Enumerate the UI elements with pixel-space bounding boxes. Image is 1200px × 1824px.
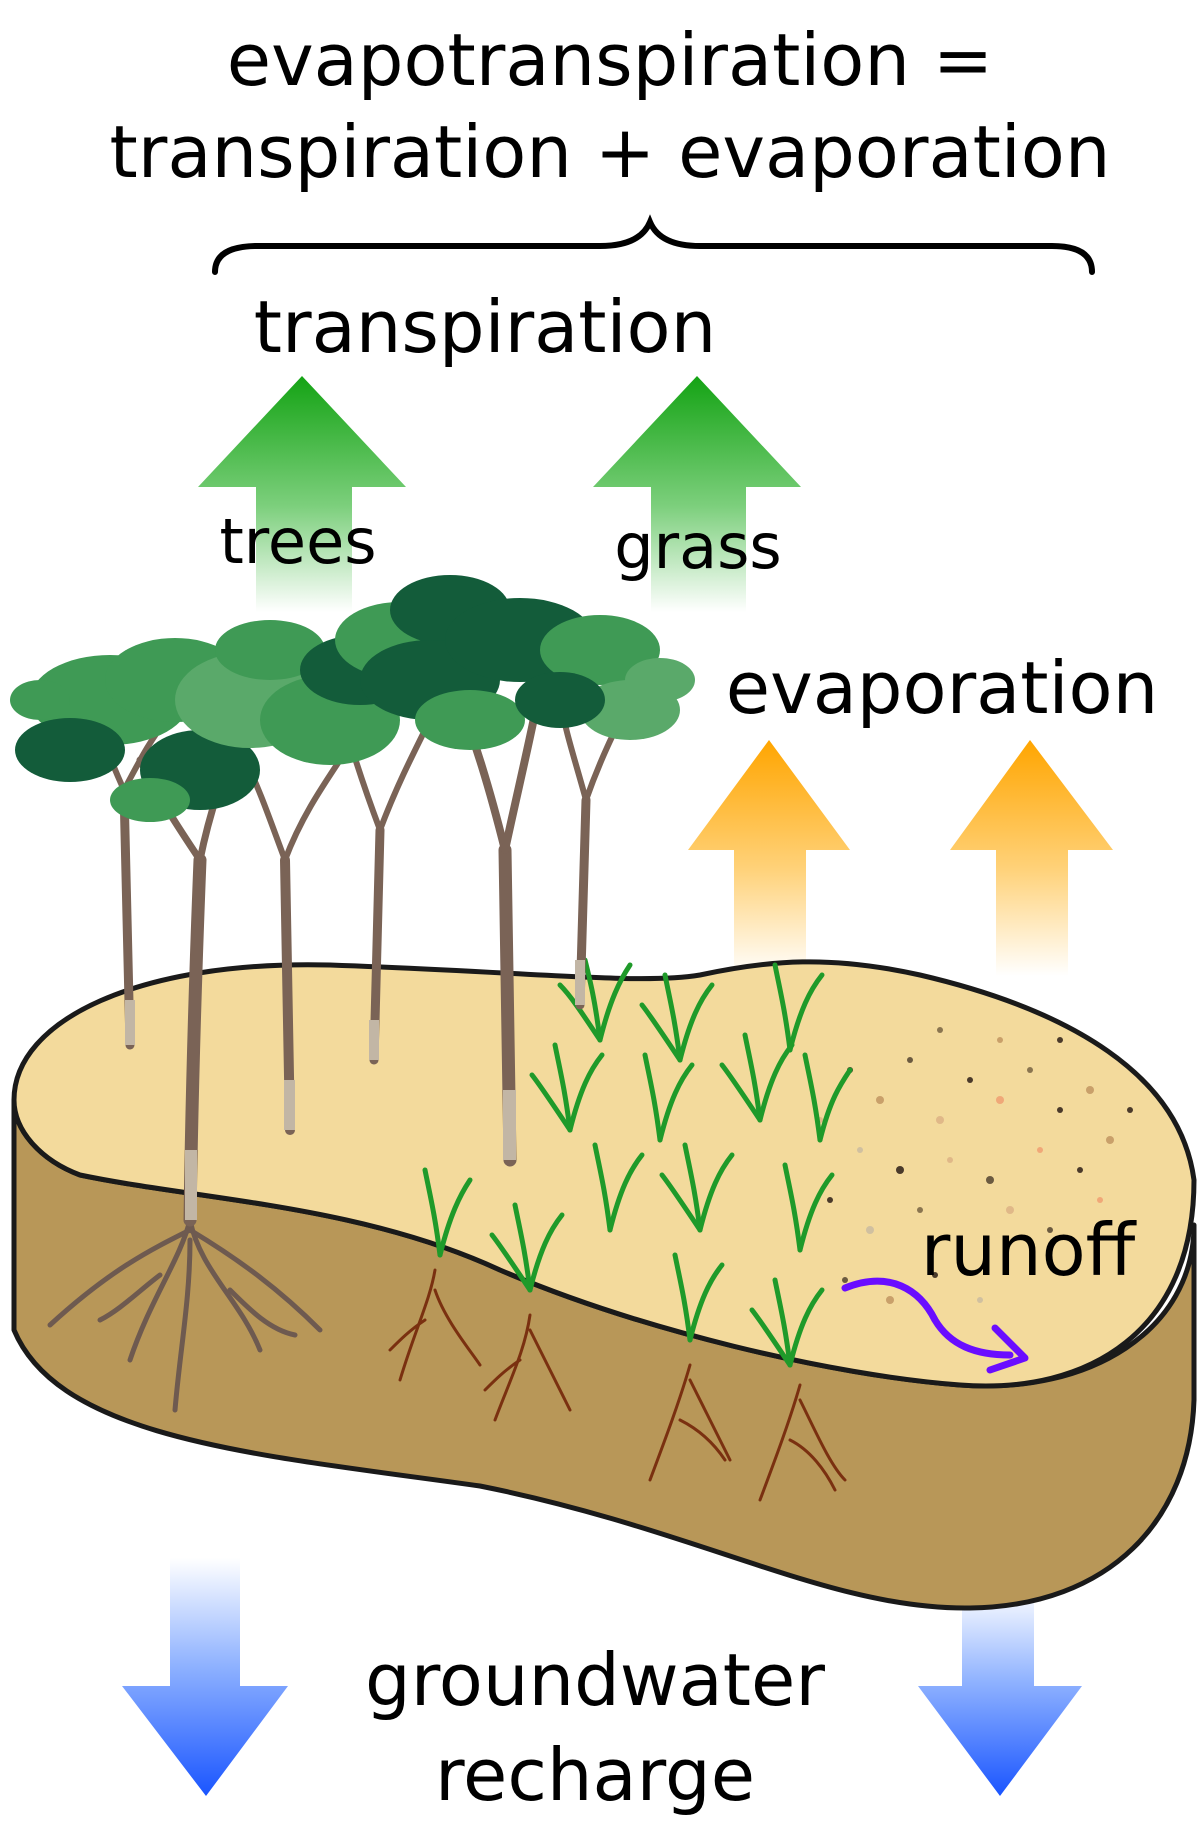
grass-roots xyxy=(388,1268,847,1502)
recharge-arrow-right xyxy=(918,1588,1082,1796)
title-line-2: transpiration + evaporation xyxy=(110,110,1111,194)
groundwater-label-line-1: groundwater xyxy=(365,1638,825,1722)
trees-group xyxy=(10,575,695,1227)
groundwater-label-line-2: recharge xyxy=(435,1733,755,1817)
evaporation-arrow-left xyxy=(688,740,850,976)
recharge-arrow-left xyxy=(122,1558,288,1796)
trees-label: trees xyxy=(219,505,376,578)
tree-roots xyxy=(47,1217,323,1413)
transpiration-label: transpiration xyxy=(254,285,716,369)
sand-speckles xyxy=(817,1027,1133,1304)
runoff-arrowhead xyxy=(986,1324,1029,1374)
transpiration-arrow-grass xyxy=(593,376,801,612)
trunk-bases xyxy=(125,960,585,1220)
tree-foliage xyxy=(10,575,695,822)
soil-top xyxy=(11,959,1197,1389)
runoff-arrow xyxy=(841,1277,1014,1359)
evaporation-arrow-right xyxy=(950,740,1113,976)
curly-brace xyxy=(212,214,1095,275)
grass-label: grass xyxy=(614,510,781,583)
grass-tufts xyxy=(422,957,853,1368)
transpiration-arrow-trees xyxy=(198,376,406,612)
evaporation-label: evaporation xyxy=(726,646,1158,730)
runoff-label: runoff xyxy=(921,1208,1137,1292)
title-line-1: evapotranspiration = xyxy=(227,18,993,102)
